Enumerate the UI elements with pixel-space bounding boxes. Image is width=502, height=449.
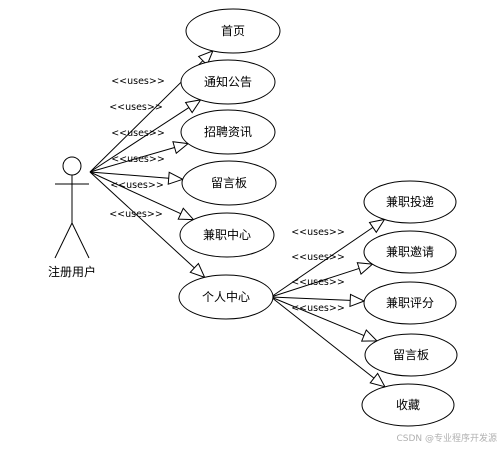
relation-favorite-arrowhead bbox=[369, 372, 386, 388]
relation-invite-label: <<uses>> bbox=[291, 252, 345, 263]
use-case-invite bbox=[363, 230, 457, 274]
actor-relations: <<uses>> <<uses>> <<uses>> <<uses>> <<uses>>… bbox=[89, 49, 214, 279]
use-case-home-label: 首页 bbox=[221, 24, 245, 38]
use-case-home bbox=[185, 8, 281, 54]
relation-notice-line bbox=[89, 107, 190, 173]
use-case-invite-label: 兼职邀请 bbox=[386, 244, 434, 259]
use-case-message-label: 留言板 bbox=[211, 176, 247, 190]
use-case-recruit-label: 招聘资讯 bbox=[204, 125, 252, 139]
relation-submit-arrowhead bbox=[368, 218, 386, 234]
use-case-rating bbox=[363, 281, 457, 325]
relation-submit-label: <<uses>> bbox=[291, 227, 345, 238]
relation-notice-arrowhead bbox=[184, 99, 202, 114]
relation-invite-arrowhead bbox=[356, 262, 374, 276]
use-case-notice-label: 通知公告 bbox=[204, 75, 252, 89]
use-case-message2-label: 留言板 bbox=[393, 348, 429, 362]
relation-home-arrowhead bbox=[197, 49, 214, 66]
relation-personal-line bbox=[89, 171, 195, 269]
relation-personal-arrowhead bbox=[189, 262, 206, 279]
relation-message-arrowhead bbox=[167, 171, 184, 185]
use-case-favorite bbox=[361, 383, 455, 427]
use-case-message bbox=[181, 160, 277, 206]
personal-center-relations: <<uses>> <<uses>> <<uses>> <<uses>> bbox=[270, 218, 386, 388]
relation-notice-label: <<uses>> bbox=[109, 102, 163, 113]
use-case-notice bbox=[180, 59, 276, 105]
relation-invite-line bbox=[270, 267, 360, 298]
relation-personal-label: <<uses>> bbox=[109, 209, 163, 220]
relation-message2-line bbox=[270, 296, 365, 336]
relation-rating-label: <<uses>> bbox=[291, 277, 345, 288]
relation-message2-label: <<uses>> bbox=[291, 303, 345, 314]
actor-figure bbox=[54, 156, 90, 259]
use-case-message2 bbox=[364, 333, 458, 377]
relation-message-label: <<uses>> bbox=[111, 154, 165, 165]
relation-message-line bbox=[89, 171, 169, 179]
relation-rating-line bbox=[270, 296, 351, 301]
relation-submit-line bbox=[270, 226, 374, 298]
relation-parttime-label: <<uses>> bbox=[110, 180, 164, 191]
relation-home-label: <<uses>> bbox=[111, 76, 165, 87]
actor-right-leg bbox=[71, 222, 90, 259]
use-case-personal-label: 个人中心 bbox=[202, 289, 250, 304]
actor-left-leg bbox=[54, 222, 73, 259]
use-case-rating-label: 兼职评分 bbox=[386, 296, 434, 310]
use-case-personal bbox=[178, 274, 274, 320]
relation-recruit-arrowhead bbox=[172, 141, 190, 155]
relation-favorite-line bbox=[270, 296, 375, 379]
use-case-submit bbox=[363, 180, 457, 224]
use-case-recruit bbox=[180, 109, 276, 155]
relation-parttime-arrowhead bbox=[177, 207, 195, 221]
relation-recruit-line bbox=[89, 146, 175, 173]
use-case-favorite-label: 收藏 bbox=[396, 398, 420, 412]
actor-label: 注册用户 bbox=[48, 264, 96, 279]
relation-recruit-label: <<uses>> bbox=[111, 128, 165, 139]
relation-message2-arrowhead bbox=[360, 329, 379, 342]
use-case-parttime bbox=[179, 212, 275, 258]
actor-head bbox=[62, 156, 82, 176]
relation-rating-arrowhead bbox=[349, 293, 366, 308]
use-case-submit-label: 兼职投递 bbox=[386, 194, 434, 209]
use-case-parttime-label: 兼职中心 bbox=[203, 227, 251, 242]
relation-parttime-line bbox=[89, 171, 181, 215]
watermark: CSDN @专业程序开发源 bbox=[396, 432, 497, 444]
